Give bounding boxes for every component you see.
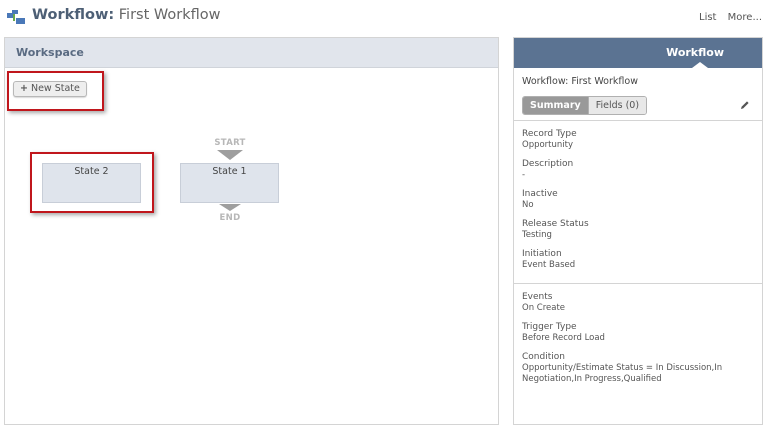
field-value: Before Record Load bbox=[522, 333, 605, 343]
field-label: Release Status bbox=[522, 219, 589, 229]
workflow-name: Workflow: First Workflow bbox=[522, 76, 638, 87]
field-description: Description - bbox=[522, 159, 754, 181]
sidebar-header: Workflow bbox=[514, 38, 762, 68]
trigger-section: Events On Create Trigger Type Before Rec… bbox=[514, 284, 762, 385]
field-value: Event Based bbox=[522, 260, 576, 270]
start-label: START bbox=[214, 138, 246, 148]
field-label: Condition bbox=[522, 352, 565, 362]
field-value: No bbox=[522, 200, 534, 210]
more-link[interactable]: More... bbox=[727, 12, 762, 23]
tab-workflow[interactable]: Workflow bbox=[666, 46, 724, 59]
workspace-title: Workspace bbox=[5, 38, 498, 68]
field-label: Trigger Type bbox=[522, 322, 577, 332]
field-label: Description bbox=[522, 159, 574, 169]
field-record-type: Record Type Opportunity bbox=[522, 129, 754, 151]
field-inactive: Inactive No bbox=[522, 189, 754, 211]
sidebar-summary-header: Workflow: First Workflow Summary Fields … bbox=[514, 68, 762, 121]
view-toggle: Summary Fields (0) bbox=[522, 96, 648, 115]
list-link[interactable]: List bbox=[699, 12, 717, 23]
end-label: END bbox=[219, 213, 241, 223]
field-label: Events bbox=[522, 292, 553, 302]
page-title: Workflow: First Workflow bbox=[32, 7, 220, 23]
field-value: - bbox=[522, 170, 526, 180]
header-links: List More... bbox=[691, 12, 762, 23]
field-events: Events On Create bbox=[522, 292, 754, 314]
fields-tab[interactable]: Fields (0) bbox=[587, 97, 647, 114]
new-state-label: New State bbox=[30, 83, 80, 94]
field-label: Initiation bbox=[522, 249, 562, 259]
field-label: Record Type bbox=[522, 129, 577, 139]
field-trigger-type: Trigger Type Before Record Load bbox=[522, 322, 754, 344]
field-release-status: Release Status Testing bbox=[522, 219, 754, 241]
state-name: State 1 bbox=[212, 166, 247, 177]
page-title-prefix: Workflow: bbox=[32, 7, 115, 23]
active-tab-notch bbox=[692, 62, 708, 68]
workflow-icon bbox=[7, 10, 25, 24]
plus-icon: + bbox=[20, 83, 28, 94]
page-header: Workflow: First Workflow List More... bbox=[0, 0, 768, 34]
field-value: On Create bbox=[522, 303, 566, 313]
pencil-icon[interactable] bbox=[740, 100, 750, 110]
field-initiation: Initiation Event Based bbox=[522, 249, 754, 271]
workspace-panel: Workspace +New State State 2 START State… bbox=[4, 37, 499, 425]
new-state-button[interactable]: +New State bbox=[13, 81, 87, 97]
field-label: Inactive bbox=[522, 189, 558, 199]
state-node-state-1[interactable]: State 1 bbox=[180, 163, 279, 203]
workflow-details-section: Record Type Opportunity Description - In… bbox=[514, 121, 762, 284]
summary-tab[interactable]: Summary bbox=[523, 97, 588, 114]
end-arrow-icon bbox=[219, 204, 241, 211]
state-node-state-2[interactable]: State 2 bbox=[42, 163, 141, 203]
page-title-name: First Workflow bbox=[118, 7, 221, 23]
field-condition: Condition Opportunity/Estimate Status = … bbox=[522, 352, 754, 385]
field-value: Testing bbox=[522, 230, 552, 240]
field-value: Opportunity bbox=[522, 140, 574, 150]
field-value: Opportunity/Estimate Status = In Discuss… bbox=[522, 363, 723, 384]
workflow-sidebar: Workflow Workflow: First Workflow Summar… bbox=[513, 37, 763, 425]
start-arrow-icon bbox=[217, 150, 243, 160]
state-name: State 2 bbox=[74, 166, 109, 177]
